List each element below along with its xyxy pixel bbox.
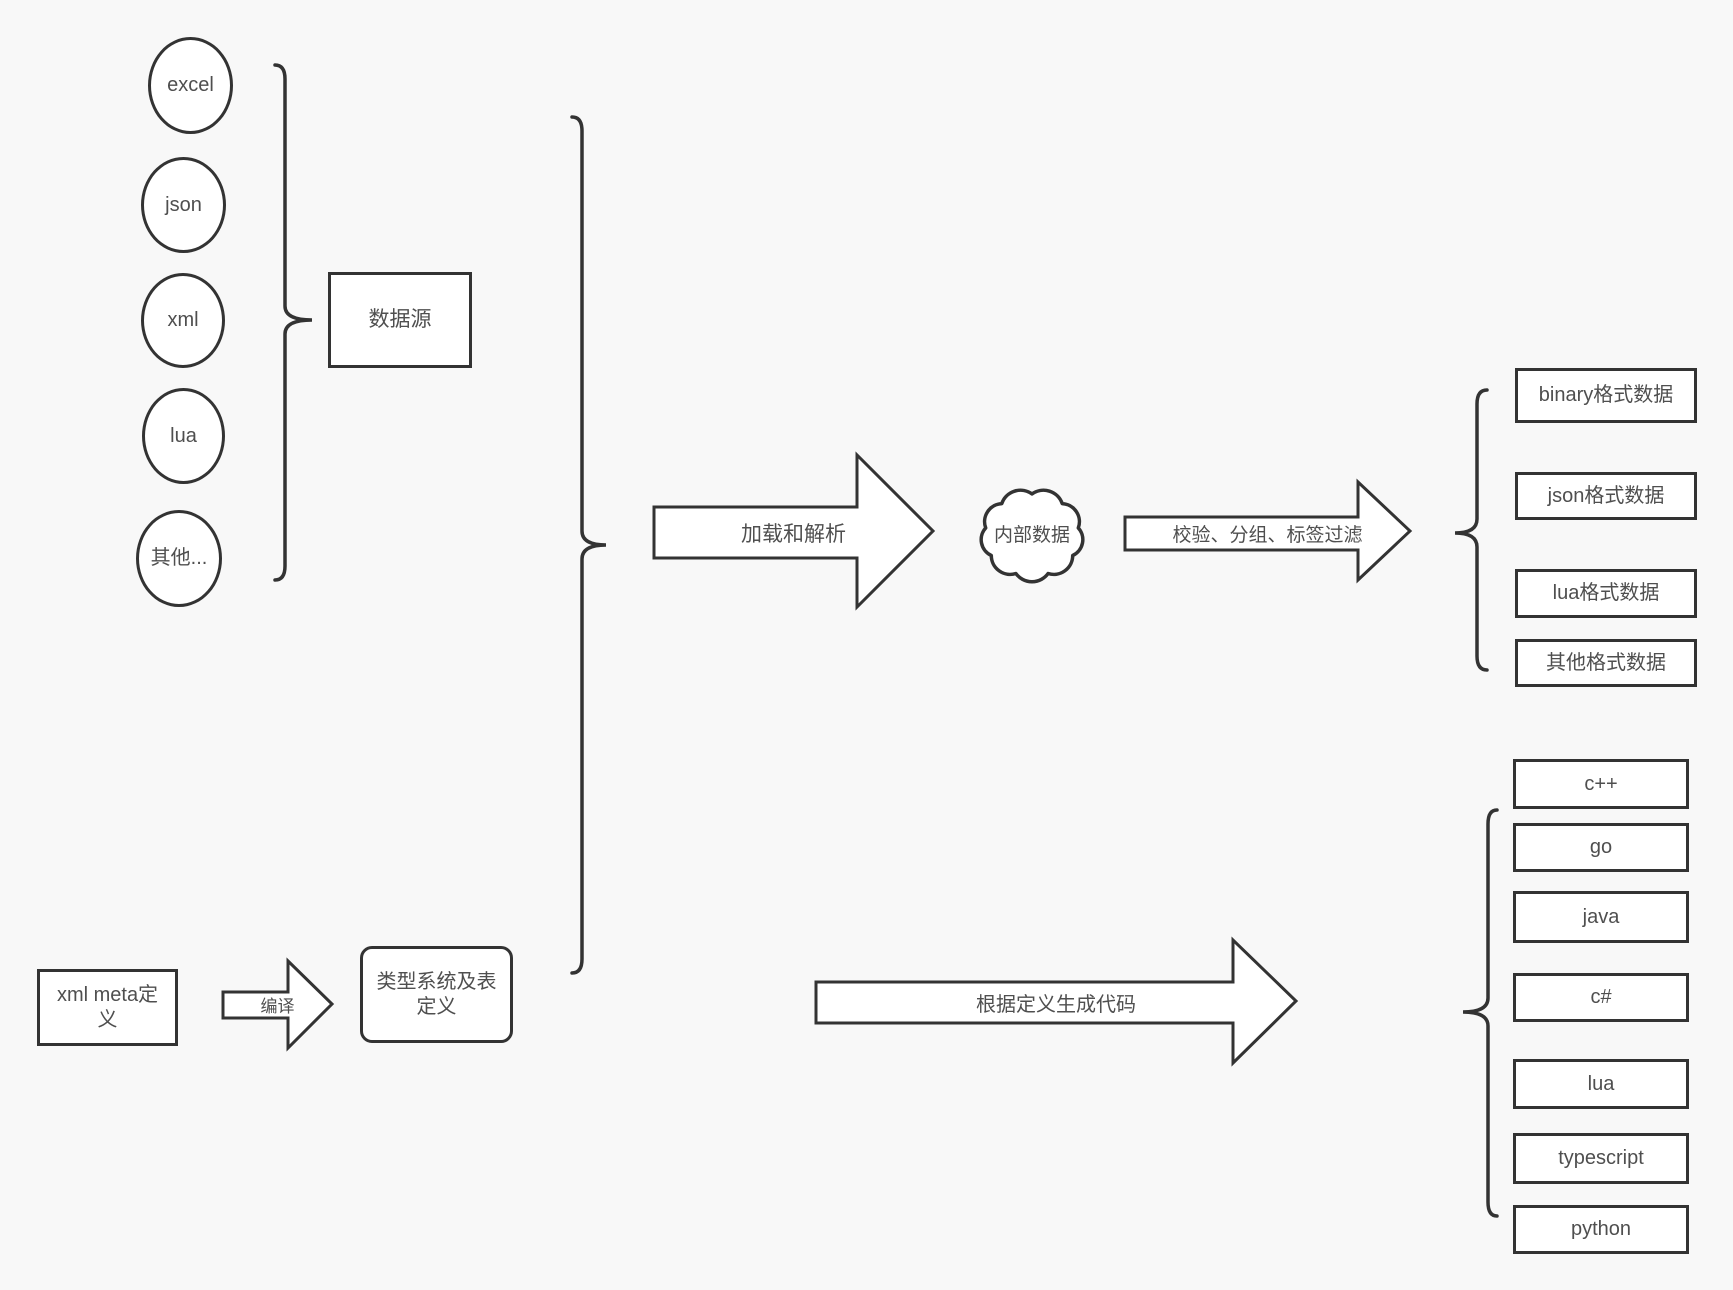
filter-arrow: [1123, 478, 1413, 584]
language-box-typescript: typescript: [1513, 1133, 1689, 1184]
format-label-lua: lua格式数据: [1552, 582, 1660, 604]
source-node-xml: xml: [141, 273, 225, 368]
format-label-json: json格式数据: [1547, 484, 1665, 507]
language-label-lua: lua: [1587, 1072, 1615, 1095]
load-parse-arrow: [652, 451, 936, 611]
source-node-excel: excel: [148, 37, 233, 134]
compile-arrow: [221, 957, 335, 1052]
internal-data-cloud: [979, 488, 1085, 584]
source-label-other: 其他...: [150, 547, 208, 569]
type-system-box: 类型系统及表定义: [360, 946, 513, 1043]
data-source-box: 数据源: [328, 272, 472, 368]
source-node-other: 其他...: [136, 510, 222, 607]
language-box-csharp: c#: [1513, 973, 1689, 1022]
language-box-cpp: c++: [1513, 759, 1689, 809]
format-box-other: 其他格式数据: [1515, 639, 1697, 687]
sources-group-brace: [273, 63, 313, 582]
language-box-go: go: [1513, 823, 1689, 872]
format-label-binary: binary格式数据: [1538, 384, 1674, 406]
language-box-java: java: [1513, 891, 1689, 943]
xml-meta-box: xml meta定义: [37, 969, 178, 1046]
language-label-cpp: c++: [1584, 772, 1618, 795]
language-label-go: go: [1589, 836, 1613, 858]
main-input-brace: [570, 115, 607, 975]
language-label-typescript: typescript: [1558, 1147, 1644, 1169]
format-box-lua: lua格式数据: [1515, 569, 1697, 618]
format-box-binary: binary格式数据: [1515, 368, 1697, 423]
formats-group-brace: [1454, 388, 1489, 672]
xml-meta-label: xml meta定义: [56, 983, 159, 1031]
source-label-lua: lua: [170, 424, 197, 447]
languages-group-brace: [1462, 808, 1499, 1218]
source-label-excel: excel: [167, 74, 214, 96]
language-label-csharp: c#: [1590, 986, 1612, 1008]
source-node-json: json: [141, 157, 226, 253]
language-box-lua: lua: [1513, 1059, 1689, 1109]
format-label-other: 其他格式数据: [1546, 651, 1666, 674]
codegen-arrow: [814, 936, 1299, 1067]
source-label-json: json: [165, 193, 202, 216]
format-box-json: json格式数据: [1515, 472, 1697, 520]
source-node-lua: lua: [142, 388, 225, 484]
type-system-label: 类型系统及表定义: [376, 970, 497, 1018]
language-box-python: python: [1513, 1205, 1689, 1254]
language-label-python: python: [1570, 1218, 1632, 1240]
source-label-xml: xml: [167, 309, 199, 331]
language-label-java: java: [1582, 905, 1620, 928]
data-source-label: 数据源: [368, 307, 432, 331]
